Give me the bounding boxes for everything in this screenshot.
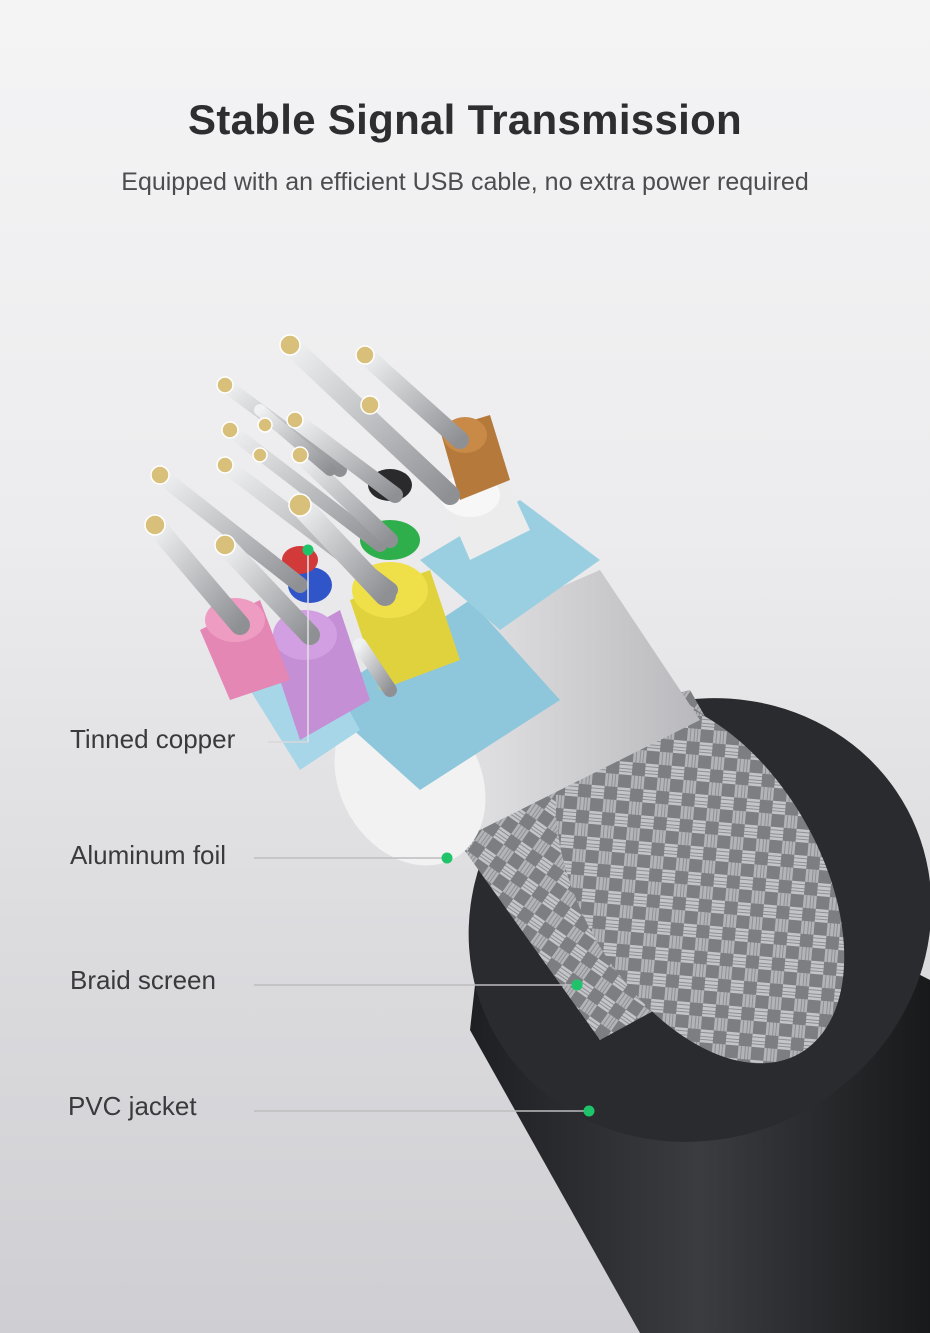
callout-pvc-jacket-leader xyxy=(254,1105,595,1117)
page-title: Stable Signal Transmission xyxy=(188,96,742,143)
callout-dot xyxy=(441,852,453,864)
callout-aluminum-foil-leader xyxy=(254,852,453,864)
callout-label-braid-screen: Braid screen xyxy=(70,965,216,995)
callout-label-tinned-copper: Tinned copper xyxy=(70,724,236,754)
page-subtitle: Equipped with an efficient USB cable, no… xyxy=(121,168,809,196)
callout-tinned-copper-leader xyxy=(268,544,314,743)
callout-dot xyxy=(571,979,583,991)
callout-dot xyxy=(302,544,314,556)
callout-label-aluminum-foil: Aluminum foil xyxy=(70,840,227,870)
callout-dot xyxy=(583,1105,595,1117)
callout-braid-screen-leader xyxy=(254,979,583,991)
callout-label-pvc-jacket: PVC jacket xyxy=(68,1091,197,1121)
